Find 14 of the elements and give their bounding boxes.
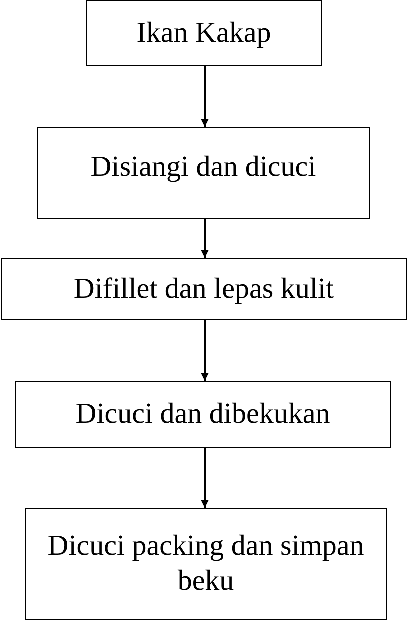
arrow (201, 320, 209, 381)
process-box (37, 127, 370, 219)
arrow (201, 219, 209, 258)
step-text: Ikan Kakap (136, 16, 272, 50)
process-box (25, 508, 387, 620)
step-text: Difillet dan lepas kulit (74, 272, 334, 306)
step-text: Dicuci packing dan simpan beku (46, 529, 366, 599)
process-box (86, 0, 322, 66)
step-text: Dicuci dan dibekukan (76, 397, 330, 432)
process-box (15, 381, 391, 448)
arrow (201, 448, 209, 508)
arrow (201, 66, 209, 127)
process-box (1, 258, 407, 320)
step-text: Disiangi dan dicuci (90, 150, 316, 185)
